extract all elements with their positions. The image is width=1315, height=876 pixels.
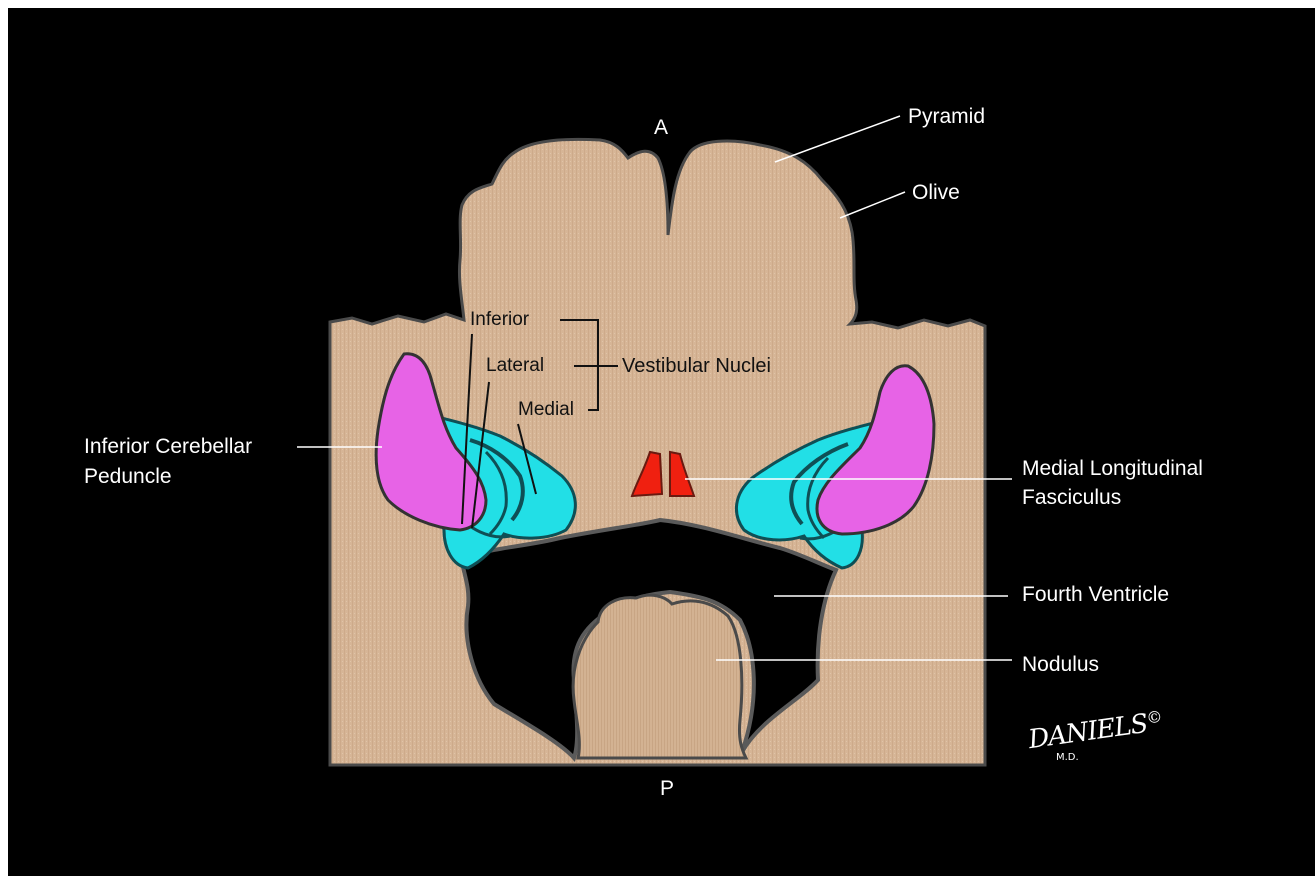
olive-label: Olive: [912, 180, 960, 206]
nodulus-shape: [573, 595, 746, 758]
mlf-label-line2: Fasciculus: [1022, 485, 1121, 511]
inferior-cerebellar-peduncle-label-line1: Inferior Cerebellar: [84, 434, 252, 460]
nodulus-label: Nodulus: [1022, 652, 1099, 678]
pyramid-label: Pyramid: [908, 104, 985, 130]
signature-symbol: ©: [1145, 707, 1162, 728]
inferior-cerebellar-peduncle-label-line2: Peduncle: [84, 464, 172, 490]
vestibular-nuclei-label: Vestibular Nuclei: [622, 354, 771, 378]
anterior-label: A: [654, 115, 668, 141]
posterior-label: P: [660, 776, 674, 802]
vestibular-medial-label: Medial: [518, 398, 574, 422]
mlf-label-line1: Medial Longitudinal: [1022, 456, 1203, 482]
vestibular-inferior-label: Inferior: [470, 308, 529, 332]
signature-suffix: M.D.: [1056, 752, 1079, 763]
vestibular-lateral-label: Lateral: [486, 354, 544, 378]
fourth-ventricle-label: Fourth Ventricle: [1022, 582, 1169, 608]
